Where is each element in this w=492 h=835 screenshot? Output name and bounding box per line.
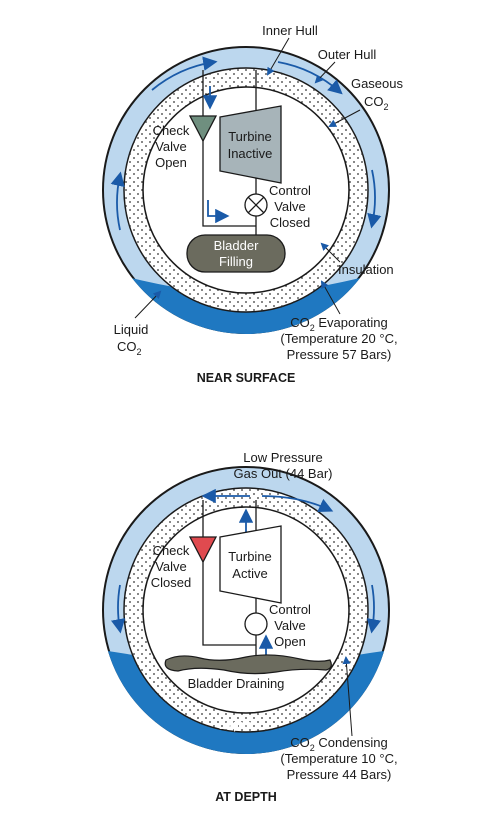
svg-text:Filling: Filling (219, 254, 253, 269)
svg-text:Valve: Valve (155, 139, 187, 154)
svg-text:Valve: Valve (274, 199, 306, 214)
gas-flow-arrow (277, 61, 343, 95)
svg-text:Active: Active (232, 566, 267, 581)
check-valve-label: Check (153, 543, 190, 558)
gas-flow-arrow (110, 171, 125, 231)
check-valve-label: Check (153, 123, 190, 138)
svg-text:Valve: Valve (155, 559, 187, 574)
insulation-label: Insulation (338, 262, 394, 277)
svg-text:Closed: Closed (270, 215, 310, 230)
near-surface-diagram: Check Valve Open Turbine Inactive Contro… (102, 23, 404, 385)
gas-flow-arrow (367, 169, 382, 229)
check-valve-closed (188, 536, 218, 564)
at-depth-caption: AT DEPTH (215, 790, 277, 804)
turbine-label: Turbine (228, 549, 272, 564)
svg-text:Pressure 57 Bars): Pressure 57 Bars) (287, 347, 392, 362)
turbine-inactive (219, 105, 282, 184)
svg-text:CO2: CO2 (117, 339, 142, 357)
liquid-co2-label: Liquid (114, 322, 149, 337)
gas-flow-arrow (111, 584, 126, 634)
turbine-active (219, 525, 282, 604)
gas-flow-arrow (366, 584, 381, 634)
bladder-draining (164, 654, 332, 675)
gaseous-co2-label: CO2 (364, 94, 389, 112)
low-pressure-label: Low Pressure (243, 450, 322, 465)
gas-flow-arrow (151, 56, 218, 91)
bladder-label: Bladder (214, 238, 259, 253)
svg-text:Gas Out (44 Bar): Gas Out (44 Bar) (234, 466, 333, 481)
flow-arrow (207, 200, 230, 224)
near-surface-caption: NEAR SURFACE (197, 371, 296, 385)
svg-text:Open: Open (274, 634, 306, 649)
evaporating-label: CO2 Evaporating (290, 315, 388, 333)
svg-text:Valve: Valve (274, 618, 306, 633)
svg-text:Pressure 44 Bars): Pressure 44 Bars) (287, 767, 392, 782)
liquid-label: Liquid (219, 717, 254, 732)
svg-text:Closed: Closed (151, 575, 191, 590)
svg-text:Inactive: Inactive (228, 146, 273, 161)
condensing-label: CO2 Condensing (290, 735, 388, 753)
inner-hull-label: Inner Hull (262, 23, 318, 38)
check-valve-open (188, 115, 218, 143)
control-valve-open (244, 612, 268, 636)
gaseous-label: Gaseous (351, 76, 404, 91)
svg-text:(Temperature 20 °C,: (Temperature 20 °C, (280, 331, 397, 346)
control-valve-label: Control (269, 183, 311, 198)
gas-out-arrow (261, 495, 334, 512)
outer-hull-label: Outer Hull (318, 47, 377, 62)
bladder-filling (186, 234, 286, 273)
at-depth-diagram: Check Valve Closed Turbine Active Contro… (102, 450, 398, 804)
control-valve-label: Control (269, 602, 311, 617)
svg-text:(Temperature 10 °C,: (Temperature 10 °C, (280, 751, 397, 766)
svg-text:Open: Open (155, 155, 187, 170)
bladder-label: Bladder Draining (188, 676, 285, 691)
turbine-label: Turbine (228, 129, 272, 144)
